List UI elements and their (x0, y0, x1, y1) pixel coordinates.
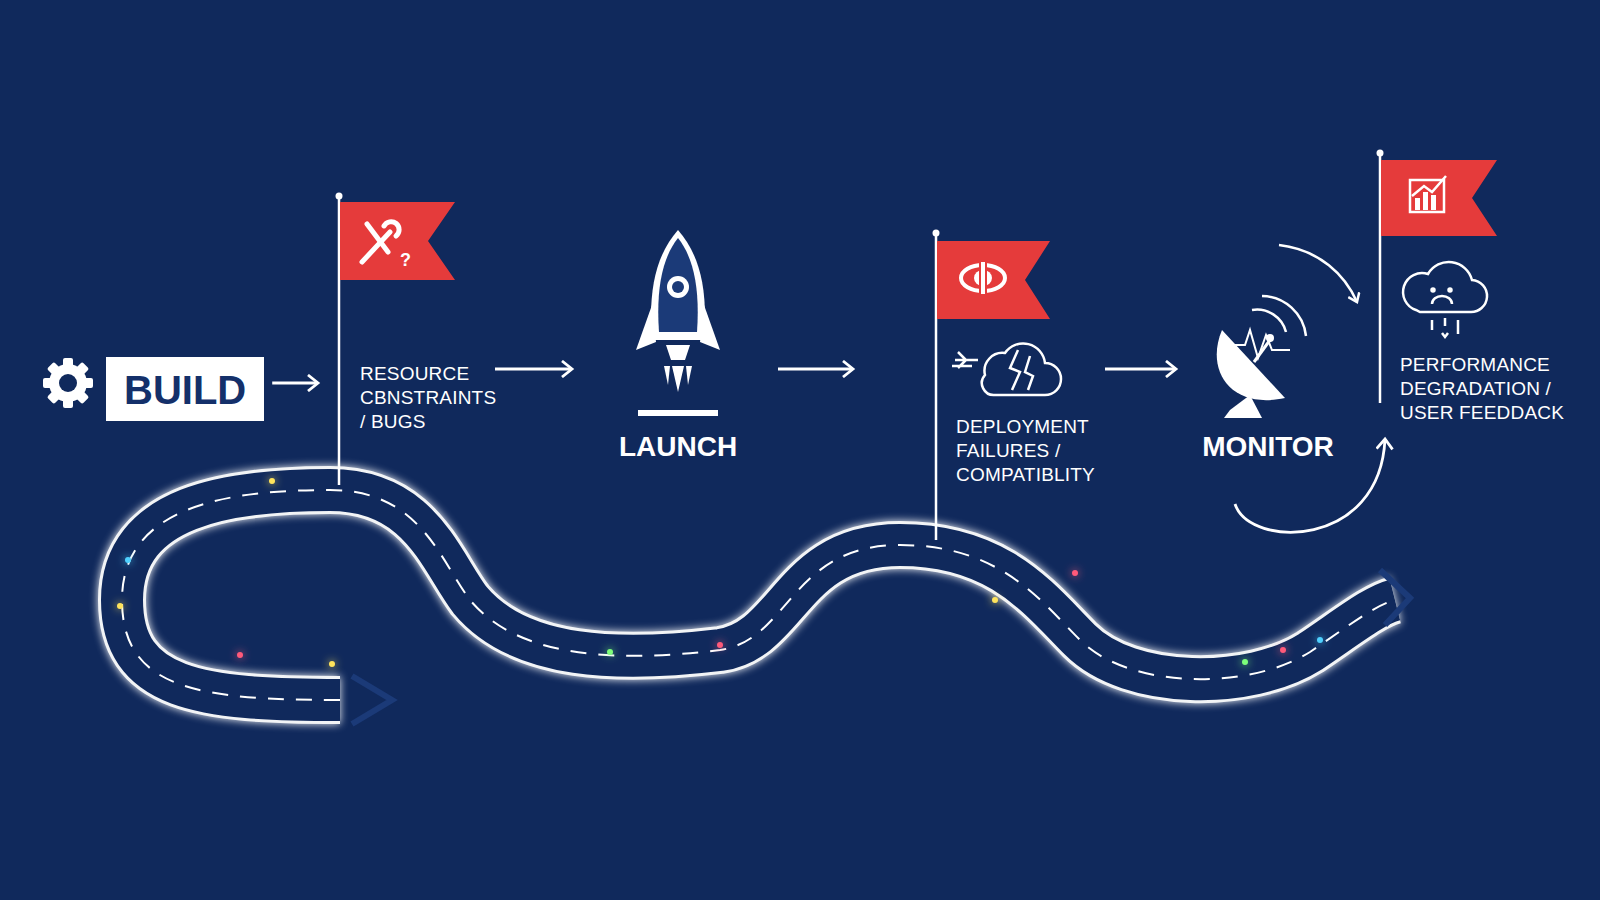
risk-note: RESOURCE CBNSTRAINTS / BUGS (360, 362, 502, 434)
flag-bugs: ? (336, 193, 456, 486)
rocket-icon (636, 230, 720, 416)
stage-label: LAUNCH (618, 430, 738, 464)
road-lights (117, 478, 1323, 667)
winding-road (122, 490, 1410, 724)
node-text: BUILD (124, 363, 246, 417)
stage-box: BUILD (106, 357, 264, 421)
loop-arrow (1279, 245, 1357, 302)
flow-arrow (1105, 368, 1176, 371)
sad-cloud-icon (1403, 262, 1487, 337)
node-text: PERFORMANCE DEGRADATION / USER FEEDDACK (1400, 353, 1572, 425)
risk-note: DEPLOYMENT FAILURES / COMPATIBLITY (956, 415, 1124, 487)
node-text: DEPLOYMENT FAILURES / COMPATIBLITY (956, 415, 1124, 487)
flow-arrow (272, 382, 318, 385)
node-text: MONITOR (1200, 430, 1336, 464)
flow-arrow (495, 368, 572, 371)
gear-icon (43, 358, 93, 408)
broken-cloud-icon (952, 343, 1061, 395)
svg-text:?: ? (400, 250, 411, 270)
risk-note: PERFORMANCE DEGRADATION / USER FEEDDACK (1400, 353, 1572, 425)
node-text: RESOURCE CBNSTRAINTS / BUGS (360, 362, 502, 434)
stage-label: MONITOR (1200, 430, 1336, 464)
flow-arrow (778, 368, 853, 371)
flag-deployment (933, 230, 1051, 541)
node-text: LAUNCH (618, 430, 738, 464)
satellite-dish-icon (1217, 296, 1306, 418)
